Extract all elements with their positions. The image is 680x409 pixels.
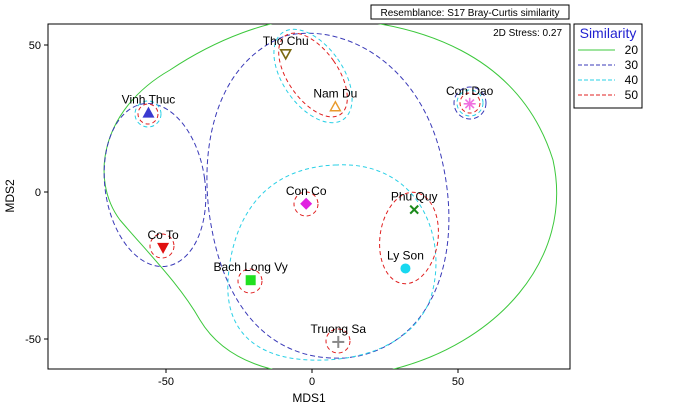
axes: -50 0 50 -50 0 50 (25, 40, 464, 388)
point-marker (409, 204, 419, 215)
y-tick-label: 0 (35, 187, 41, 199)
contour-40-main (227, 164, 437, 361)
point-marker (400, 263, 411, 274)
contour-50-phuquy-lyson (379, 191, 439, 285)
y-tick-label: 50 (29, 40, 41, 52)
resemblance-box: Resemblance: S17 Bray-Curtis similarity (370, 4, 570, 20)
x-tick-label: -50 (158, 376, 174, 388)
legend-label-20: 20 (625, 43, 639, 57)
point-marker (463, 97, 476, 110)
contour-30-vinh-coto (103, 103, 207, 267)
legend-box (573, 23, 643, 109)
cluster-contours (103, 24, 558, 369)
point-marker (279, 49, 293, 61)
contour-50-coto (149, 233, 175, 259)
point-label: Con Co (286, 184, 327, 198)
contour-50-conco (293, 191, 319, 217)
plot-area (47, 23, 571, 370)
contour-30-condao (453, 86, 487, 120)
point-label: Ly Son (387, 248, 424, 262)
contour-50-truongsa (325, 328, 351, 354)
x-axis-title: MDS1 (292, 391, 326, 405)
point-label: Truong Sa (310, 322, 366, 336)
point-marker (245, 275, 256, 286)
point-label: Bach Long Vy (214, 260, 288, 274)
point-label: Tho Chu (263, 34, 309, 48)
point-marker (142, 106, 155, 118)
point-label: Co To (148, 228, 179, 242)
contour-50-thochu-namdu (278, 32, 348, 118)
legend-title: Similarity (580, 25, 637, 41)
contour-20-main (103, 24, 558, 369)
contour-30-main (206, 32, 450, 359)
contour-50-vinhthuc (137, 103, 159, 125)
legend-label-50: 50 (625, 88, 639, 102)
contour-40-condao (456, 89, 484, 117)
point-marker (329, 100, 342, 112)
contour-50-condao (459, 92, 481, 114)
point-label: Vinh Thuc (122, 93, 176, 107)
y-tick-label: -50 (25, 334, 41, 346)
point-label: Nam Du (313, 87, 357, 101)
contour-50-bachlongvy (237, 268, 263, 294)
point-marker (157, 242, 170, 254)
y-axis-title: MDS2 (3, 179, 17, 213)
point-marker (332, 335, 345, 348)
point-label: Phu Quy (391, 190, 438, 204)
x-tick-label: 0 (309, 376, 315, 388)
point-marker (300, 197, 313, 210)
legend-label-40: 40 (625, 73, 639, 87)
x-tick-label: 50 (452, 376, 464, 388)
legend-label-30: 30 (625, 58, 639, 72)
point-label: Con Dao (446, 84, 494, 98)
stress-label: 2D Stress: 0.27 (493, 28, 562, 39)
contour-40-vinhthuc (134, 100, 162, 128)
resemblance-label: Resemblance: S17 Bray-Curtis similarity (381, 8, 560, 19)
